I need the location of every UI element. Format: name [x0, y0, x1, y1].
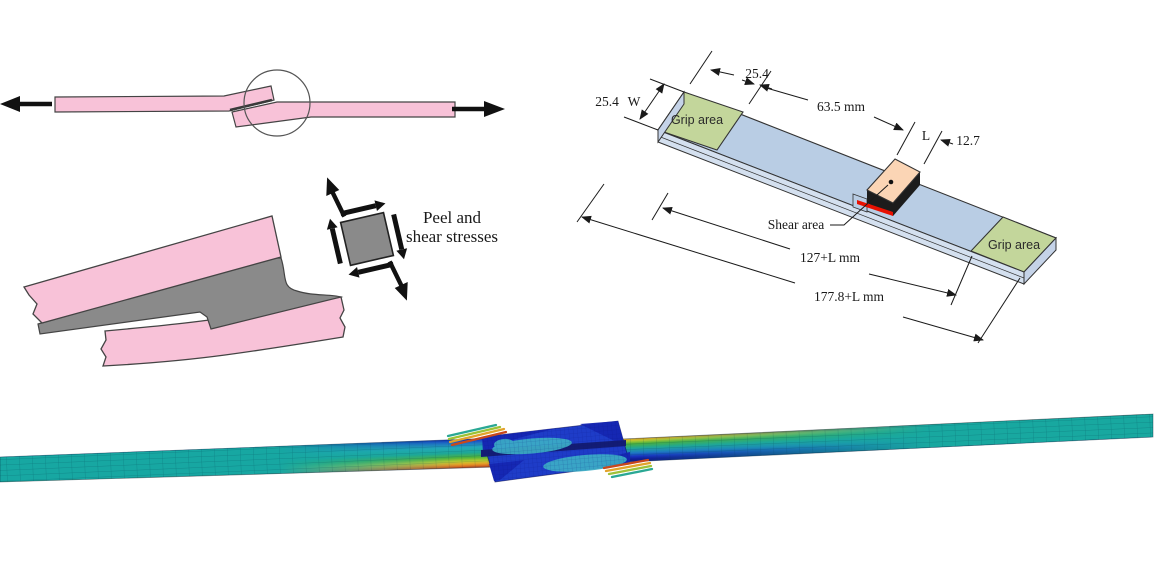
peel-caption-line2: shear stresses — [406, 227, 498, 246]
adhesive-bondline — [229, 98, 273, 112]
dim-inner-length: 127+L mm — [800, 250, 860, 265]
specimen-drawing: 25.4 W 25.4 63.5 mm L 12.7 Grip area Gri… — [576, 50, 1057, 344]
shear-area-label: Shear area — [768, 217, 825, 232]
left-adherend — [54, 85, 275, 113]
right-adherend — [231, 101, 456, 128]
tension-arrow-left — [0, 96, 52, 112]
shear-arrows — [326, 200, 408, 278]
dim-width-letter: W — [628, 94, 641, 109]
dim-overlap-letter: L — [922, 128, 930, 143]
dim-width-value: 25.4 — [595, 94, 619, 109]
top-adherend — [22, 215, 282, 324]
dim-total-length: 177.8+L mm — [814, 289, 885, 304]
peel-diagram: Peel and shear stresses — [22, 177, 498, 367]
adhesive-red-line — [857, 200, 893, 216]
adhesive-layer — [37, 257, 344, 335]
overlap-right-face — [893, 172, 920, 216]
fem-right-strip — [621, 413, 1154, 463]
laminate-seam — [657, 135, 1025, 279]
fem-overlap-block — [481, 420, 631, 483]
tension-arrow-right — [452, 101, 505, 117]
specimen-left-end-face — [657, 90, 685, 144]
stress-element — [326, 177, 408, 301]
fem-edge-slivers — [446, 423, 654, 479]
grip-area-left-label: Grip area — [671, 113, 723, 127]
joint-highlight-circle — [243, 69, 311, 137]
dim-free-length: 63.5 mm — [817, 99, 866, 114]
dim-grip-length: 25.4 — [745, 66, 769, 81]
stress-cube — [339, 211, 395, 267]
dimension-lines — [576, 50, 1021, 344]
grip-area-right-label: Grip area — [988, 238, 1040, 252]
peel-caption-line1: Peel and — [423, 208, 482, 227]
dim-overlap-value: 12.7 — [956, 133, 980, 148]
shear-area-dot — [888, 179, 894, 185]
fem-contour — [0, 413, 1154, 483]
lap-joint-schematic — [0, 69, 505, 137]
fem-left-strip — [0, 437, 498, 483]
peel-arrows — [326, 177, 408, 301]
overlap-front-face — [867, 190, 893, 216]
specimen-right-end-face — [1023, 236, 1057, 286]
